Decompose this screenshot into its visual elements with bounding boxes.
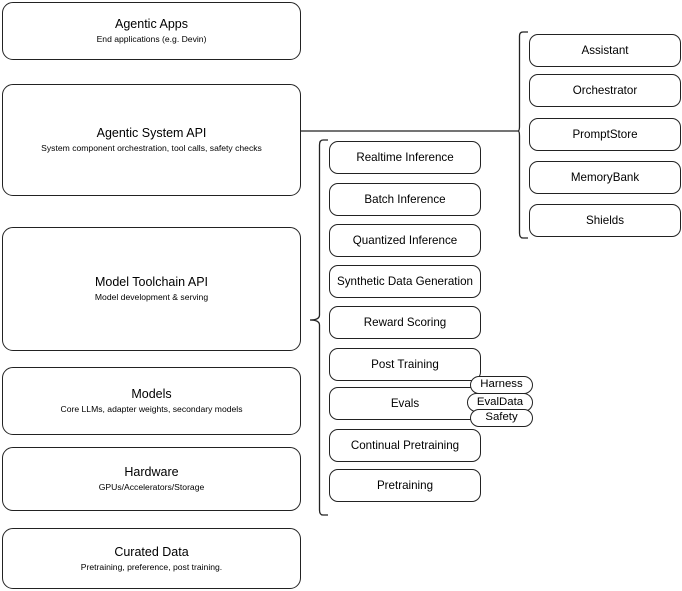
evals-pill-label: Harness (480, 378, 523, 391)
layer-subtitle: GPUs/Accelerators/Storage (98, 482, 205, 492)
system-label: Orchestrator (572, 83, 638, 97)
toolchain-label: Evals (390, 396, 420, 410)
evals-pill-safety[interactable]: Safety (470, 409, 533, 427)
layer-title: Agentic Apps (115, 17, 188, 31)
brace-system-components (517, 31, 528, 239)
layer-title: Agentic System API (96, 126, 207, 140)
toolchain-label: Post Training (371, 357, 439, 371)
toolchain-box-post-training[interactable]: Post Training (329, 348, 481, 381)
layer-subtitle: System component orchestration, tool cal… (41, 143, 262, 153)
toolchain-box-quantized-inference[interactable]: Quantized Inference (329, 224, 481, 257)
toolchain-box-synthetic-data-generation[interactable]: Synthetic Data Generation (329, 265, 481, 298)
toolchain-label: Continual Pretraining (350, 438, 460, 452)
layer-title: Curated Data (114, 544, 189, 559)
layer-box-agentic-system-api[interactable]: Agentic System API System component orch… (2, 84, 301, 196)
layer-title: Hardware (124, 465, 179, 479)
toolchain-box-continual-pretraining[interactable]: Continual Pretraining (329, 429, 481, 462)
toolchain-box-batch-inference[interactable]: Batch Inference (329, 183, 481, 216)
system-box-orchestrator[interactable]: Orchestrator (529, 74, 681, 107)
layer-title: Model Toolchain API (94, 275, 209, 289)
system-box-memorybank[interactable]: MemoryBank (529, 161, 681, 194)
evals-pill-label: Safety (485, 411, 518, 424)
brace-toolchain-components (309, 139, 328, 516)
layer-box-agentic-apps[interactable]: Agentic Apps End applications (e.g. Devi… (2, 2, 301, 60)
layer-box-models[interactable]: Models Core LLMs, adapter weights, secon… (2, 367, 301, 435)
toolchain-label: Synthetic Data Generation (337, 274, 473, 288)
system-label: MemoryBank (570, 170, 640, 184)
toolchain-label: Batch Inference (364, 192, 446, 206)
evals-pill-harness[interactable]: Harness (470, 376, 533, 394)
system-box-promptstore[interactable]: PromptStore (529, 118, 681, 151)
layer-subtitle: Model development & serving (94, 292, 209, 302)
layer-subtitle: Core LLMs, adapter weights, secondary mo… (60, 404, 243, 414)
toolchain-label: Realtime Inference (356, 150, 454, 164)
layer-box-curated-data[interactable]: Curated Data Pretraining, preference, po… (2, 528, 301, 589)
layer-box-model-toolchain-api[interactable]: Model Toolchain API Model development & … (2, 227, 301, 351)
layer-subtitle: Pretraining, preference, post training. (80, 561, 223, 572)
layer-subtitle: End applications (e.g. Devin) (96, 34, 207, 44)
system-label: PromptStore (572, 127, 638, 141)
toolchain-label: Quantized Inference (352, 233, 458, 247)
system-box-assistant[interactable]: Assistant (529, 34, 681, 67)
evals-pill-label: EvalData (476, 395, 524, 408)
layer-title: Models (131, 387, 172, 401)
toolchain-box-realtime-inference[interactable]: Realtime Inference (329, 141, 481, 174)
system-box-shields[interactable]: Shields (529, 204, 681, 237)
layer-box-hardware[interactable]: Hardware GPUs/Accelerators/Storage (2, 447, 301, 511)
system-label: Shields (585, 213, 625, 227)
toolchain-box-pretraining[interactable]: Pretraining (329, 469, 481, 502)
toolchain-label: Reward Scoring (363, 315, 447, 329)
system-label: Assistant (581, 43, 629, 57)
toolchain-label: Pretraining (376, 478, 434, 492)
toolchain-box-reward-scoring[interactable]: Reward Scoring (329, 306, 481, 339)
toolchain-box-evals[interactable]: Evals (329, 387, 481, 420)
